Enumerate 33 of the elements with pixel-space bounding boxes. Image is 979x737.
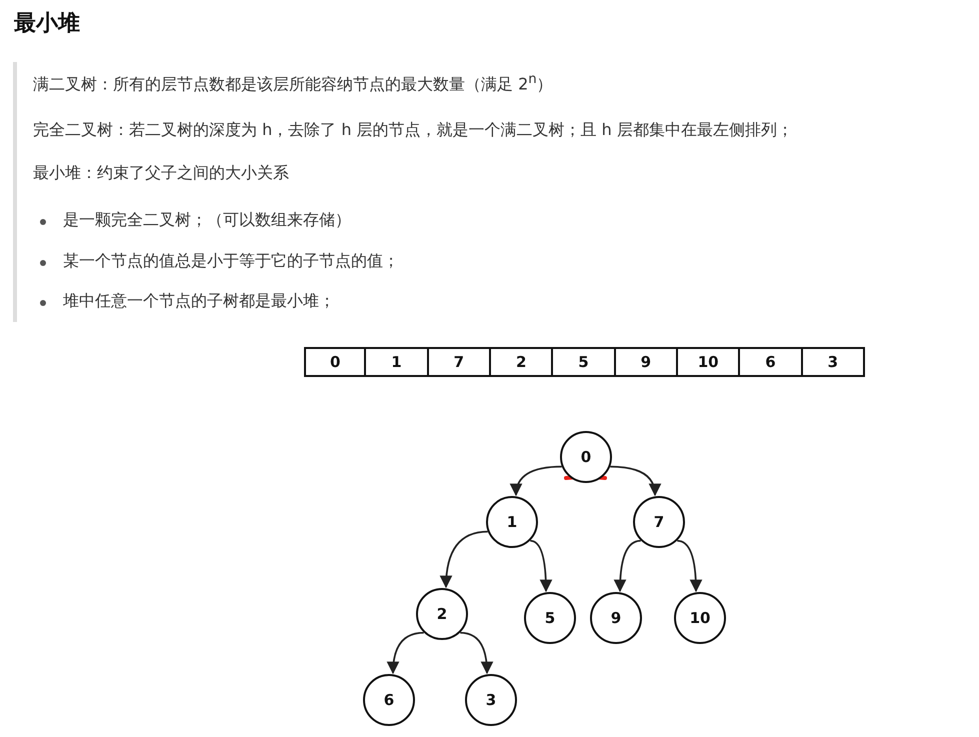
arrow — [460, 632, 493, 674]
arrow — [440, 530, 488, 588]
tree-node: 7 — [633, 496, 685, 548]
arrow — [610, 466, 660, 496]
array-cell: 10 — [676, 347, 740, 377]
tree-node: 9 — [590, 592, 642, 644]
tree-node: 10 — [674, 592, 726, 644]
tree-node: 6 — [363, 674, 415, 726]
array-cell: 6 — [738, 347, 803, 377]
list-item: 某一个节点的值总是小于等于它的子节点的值； — [63, 251, 399, 272]
array-cell: 9 — [614, 347, 678, 377]
list-item: 是一颗完全二叉树；（可以数组来存储） — [63, 210, 351, 231]
list-item: 堆中任意一个节点的子树都是最小堆； — [63, 291, 335, 312]
arrow — [510, 466, 562, 496]
arrow — [677, 540, 702, 592]
paragraph: 完全二叉树：若二叉树的深度为 h，去除了 h 层的节点，就是一个满二叉树；且 h 层都集中在最左侧排列； — [33, 120, 793, 141]
array-cell: 5 — [551, 347, 616, 377]
array-cell: 2 — [489, 347, 554, 377]
tree-node: 3 — [465, 674, 517, 726]
tree-node: 5 — [524, 592, 576, 644]
tree-node: 2 — [416, 588, 468, 640]
tree-node: 1 — [486, 496, 538, 548]
array-cell: 7 — [426, 347, 491, 377]
arrow — [614, 540, 641, 592]
tree-node: 0 — [560, 431, 612, 483]
arrow — [530, 540, 552, 592]
array-cell: 1 — [364, 347, 429, 377]
arrow — [387, 632, 424, 674]
paragraph: 最小堆：约束了父子之间的大小关系 — [33, 163, 289, 184]
array-cell: 3 — [800, 347, 865, 377]
heading: 最小堆 — [14, 10, 80, 38]
paragraph: 满二叉树：所有的层节点数都是该层所能容纳节点的最大数量（满足 2$^{n}$） — [33, 72, 553, 96]
array-cell: 0 — [304, 347, 366, 377]
